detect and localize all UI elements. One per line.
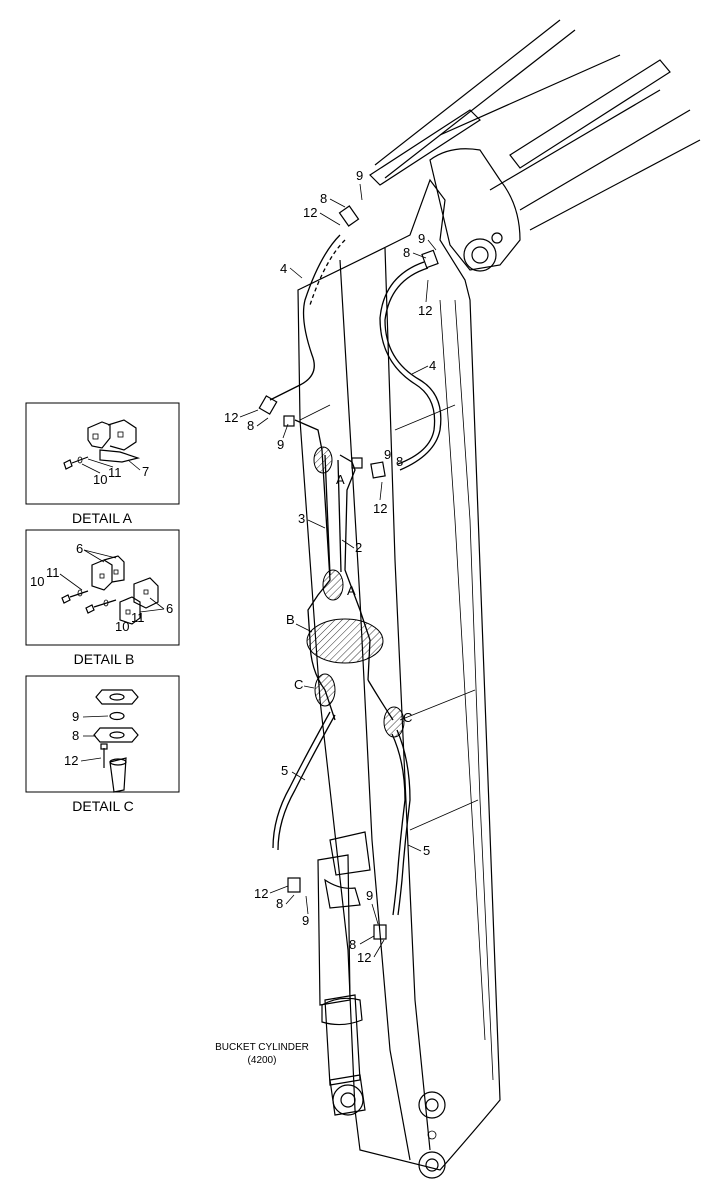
fittings [258,205,439,940]
callout-12: 12 [254,886,268,901]
bucket-cylinder-code: (4200) [248,1055,277,1066]
hose-label-3: 3 [298,511,305,526]
clamp-zone-c-right [383,706,405,738]
hose-5-right [396,729,411,916]
clamp-zone-a-upper [313,446,333,474]
detail-a-label-11: 11 [108,465,122,480]
bucket-cylinder-label: BUCKET CYLINDER (4200) [215,1042,309,1066]
hose-label-4: 4 [280,261,287,276]
hose-labels: 4 4 3 2 5 5 [280,261,436,858]
clamp-zones [306,446,405,738]
zone-label-a: A [336,472,345,487]
main-callouts: 9 8 12 9 8 12 12 8 9 9 8 12 12 8 9 9 8 1… [224,168,437,965]
detail-b-frame [25,529,180,646]
callout-9: 9 [366,888,373,903]
zone-label-a: A [347,583,356,598]
detail-a-label-7: 7 [142,464,149,479]
callout-8: 8 [403,245,410,260]
callout-8: 8 [276,896,283,911]
detail-c-caption: DETAIL C [72,798,133,814]
callout-8: 8 [247,418,254,433]
callout-8: 8 [396,454,403,469]
clamp-zone-a-lower [322,569,344,601]
zone-label-c: C [403,710,412,725]
hose-4-right [384,267,442,471]
zone-letters: A A B C C [286,472,412,725]
clamp-zone-b [306,618,384,664]
detail-c-label-8: 8 [72,728,79,743]
hose-4-left [269,234,341,401]
detail-b-caption: DETAIL B [74,651,135,667]
callout-8: 8 [320,191,327,206]
hose-label-5: 5 [423,843,430,858]
clamp-zone-c-left [314,673,336,707]
callout-9: 9 [418,231,425,246]
detail-a-caption: DETAIL A [72,510,133,526]
callout-12: 12 [373,501,387,516]
detail-a-label-10: 10 [93,472,107,487]
detail-b-label-10: 10 [115,619,129,634]
callout-8: 8 [349,937,356,952]
detail-b-label-10: 10 [30,574,44,589]
hose-label-4: 4 [429,358,436,373]
bucket-cylinder-name: BUCKET CYLINDER [215,1042,309,1053]
callout-12: 12 [224,410,238,425]
detail-b-label-11: 11 [46,565,60,580]
callout-9: 9 [356,168,363,183]
callout-12: 12 [418,303,432,318]
detail-c: 9 8 12 DETAIL C [25,675,180,814]
detail-b-label-6: 6 [76,541,83,556]
callout-9: 9 [277,437,284,452]
detail-c-label-12: 12 [64,753,78,768]
hose-label-2: 2 [355,540,362,555]
callout-9: 9 [302,913,309,928]
detail-a-frame [25,402,180,505]
detail-c-label-9: 9 [72,709,79,724]
detail-c-frame [25,675,180,793]
callout-12: 12 [357,950,371,965]
arm-structure [297,19,701,1179]
hose-5-left [277,714,336,851]
detail-b-label-11: 11 [131,610,145,625]
detail-a: 7 10 11 DETAIL A [25,402,180,526]
bucket-cylinder [317,831,371,1116]
hose-label-5: 5 [281,763,288,778]
callout-12: 12 [303,205,317,220]
zone-label-b: B [286,612,295,627]
detail-b: 6 10 11 6 10 11 DETAIL B [25,529,180,667]
zone-label-c: C [294,677,303,692]
callout-9: 9 [384,447,391,462]
hoses [269,234,442,916]
detail-b-label-6: 6 [166,601,173,616]
